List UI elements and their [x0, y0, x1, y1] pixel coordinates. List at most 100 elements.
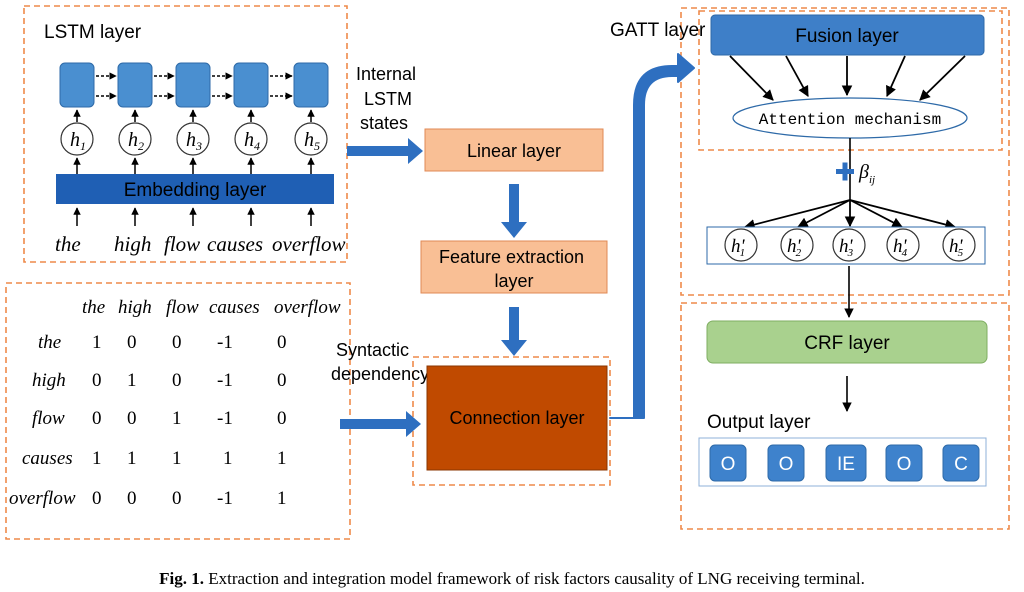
matrix-col-header: high	[118, 297, 152, 318]
figure-caption: Fig. 1. Extraction and integration model…	[159, 569, 865, 588]
gatt-panel	[680, 7, 1010, 296]
syntactic-label: dependency	[331, 364, 429, 384]
input-word: causes	[207, 232, 263, 256]
gatt-title: GATT layer	[610, 20, 706, 41]
matrix-cell: 1	[277, 448, 287, 469]
hprime-label: h'	[839, 236, 854, 257]
svg-text:h'4: h'4	[893, 236, 908, 259]
hidden-state-node	[60, 122, 94, 156]
matrix-col-header: flow	[166, 297, 199, 318]
crf-layer	[706, 320, 988, 364]
matrix-cell: 0	[172, 488, 182, 509]
arrow-lstm-to-linear	[347, 138, 423, 164]
syntactic-label: Syntactic	[336, 340, 409, 360]
caption-text: Extraction and integration model framewo…	[208, 569, 865, 588]
beta-sub-label: ij	[869, 174, 875, 186]
input-word: flow	[164, 232, 200, 256]
matrix-row-header: high	[32, 370, 66, 391]
lstm-recurrent-arrows	[96, 72, 293, 100]
hprime-label: h'	[787, 236, 802, 257]
svg-text:h'1: h'1	[731, 236, 746, 259]
hidden-sub-label: 2	[138, 139, 144, 153]
output-title: Output layer	[707, 412, 811, 433]
output-token	[767, 444, 805, 482]
input-word: high	[114, 232, 151, 256]
matrix-cell: 0	[172, 370, 182, 391]
svg-text:Feature extraction layer: Feature extraction layer	[439, 247, 589, 291]
hidden-state-node	[176, 122, 210, 156]
hprime-node	[724, 228, 758, 262]
svg-text:h3: h3	[186, 129, 202, 153]
svg-text:h4: h4	[244, 129, 260, 153]
hidden-sub-label: 5	[314, 139, 320, 153]
matrix-cell: 0	[127, 332, 137, 353]
fusion-to-attention-arrows	[729, 55, 966, 101]
connection-label: Connection layer	[449, 408, 584, 428]
output-token	[885, 444, 923, 482]
feature-label: layer	[494, 271, 533, 291]
matrix-cell: 1	[92, 448, 102, 469]
crf-label: CRF layer	[804, 333, 890, 354]
arrow-matrix-to-connection	[340, 411, 421, 437]
matrix-col-header: the	[82, 297, 105, 318]
svg-text:Internal LSTM states: Internal LSTM states	[356, 64, 421, 133]
hidden-sub-label: 4	[254, 139, 260, 153]
matrix-cell: 0	[92, 488, 102, 509]
hidden-h-label: h	[70, 129, 80, 151]
arrow-feature-to-connection	[501, 307, 527, 356]
hidden-state-node	[234, 122, 268, 156]
matrix-cell: 0	[277, 408, 287, 429]
linear-layer	[424, 128, 604, 172]
beta-label: β	[858, 161, 869, 183]
input-word: overflow	[272, 232, 346, 256]
connection-layer	[426, 365, 608, 471]
hprime-node	[886, 228, 920, 262]
output-labels: O O IE O C	[709, 444, 980, 482]
matrix-panel	[5, 282, 351, 540]
lstm-cell	[293, 62, 329, 108]
output-token-label: O	[779, 454, 794, 475]
hprime-sub-label: 3	[847, 247, 854, 259]
svg-text:h'3: h'3	[839, 236, 854, 259]
lstm-cell	[175, 62, 211, 108]
arrow-linear-to-feature	[501, 184, 527, 238]
matrix-cell: 0	[277, 370, 287, 391]
matrix-cell: -1	[217, 370, 233, 391]
hidden-sub-label: 3	[195, 139, 202, 153]
lstm-cell	[117, 62, 153, 108]
matrix-cell: 0	[92, 370, 102, 391]
hidden-h-label: h	[244, 129, 254, 151]
output-token-label: O	[897, 454, 912, 475]
input-words: the high flow causes overflow	[55, 232, 346, 256]
matrix-cell: 0	[277, 332, 287, 353]
lstm-title: LSTM layer	[44, 22, 142, 43]
hprime-sub-label: 5	[958, 247, 964, 259]
hprime-node	[942, 228, 976, 262]
matrix-cell: 1	[127, 370, 137, 391]
internal-states-label: Internal	[356, 64, 416, 84]
matrix-cell: -1	[217, 488, 233, 509]
hidden-h-label: h	[304, 129, 314, 151]
matrix-col-header: causes	[209, 297, 260, 318]
lstm-cell-to-hidden-arrows	[73, 109, 315, 122]
hprime-sub-label: 2	[796, 247, 802, 259]
plus-icon-vertical	[842, 162, 848, 181]
matrix-cell: 0	[127, 408, 137, 429]
dependency-matrix: the high flow causes overflow the high f…	[9, 297, 341, 509]
hidden-states: h1 h2 h3 h4 h5	[60, 122, 328, 156]
fusion-layer	[710, 14, 985, 56]
internal-states-label: states	[360, 113, 408, 133]
hprime-node	[832, 228, 866, 262]
internal-states-label: LSTM	[364, 89, 412, 109]
hprime-label: h'	[893, 236, 908, 257]
output-panel	[680, 302, 1010, 530]
matrix-cell: 1	[277, 488, 287, 509]
word-to-embedding-arrows	[73, 207, 315, 226]
lstm-cell	[233, 62, 269, 108]
svg-text:h'5: h'5	[949, 236, 964, 259]
hidden-state-node	[294, 122, 328, 156]
caption-prefix: Fig. 1.	[159, 569, 204, 588]
output-token	[825, 444, 867, 482]
embedding-label: Embedding layer	[124, 180, 267, 201]
